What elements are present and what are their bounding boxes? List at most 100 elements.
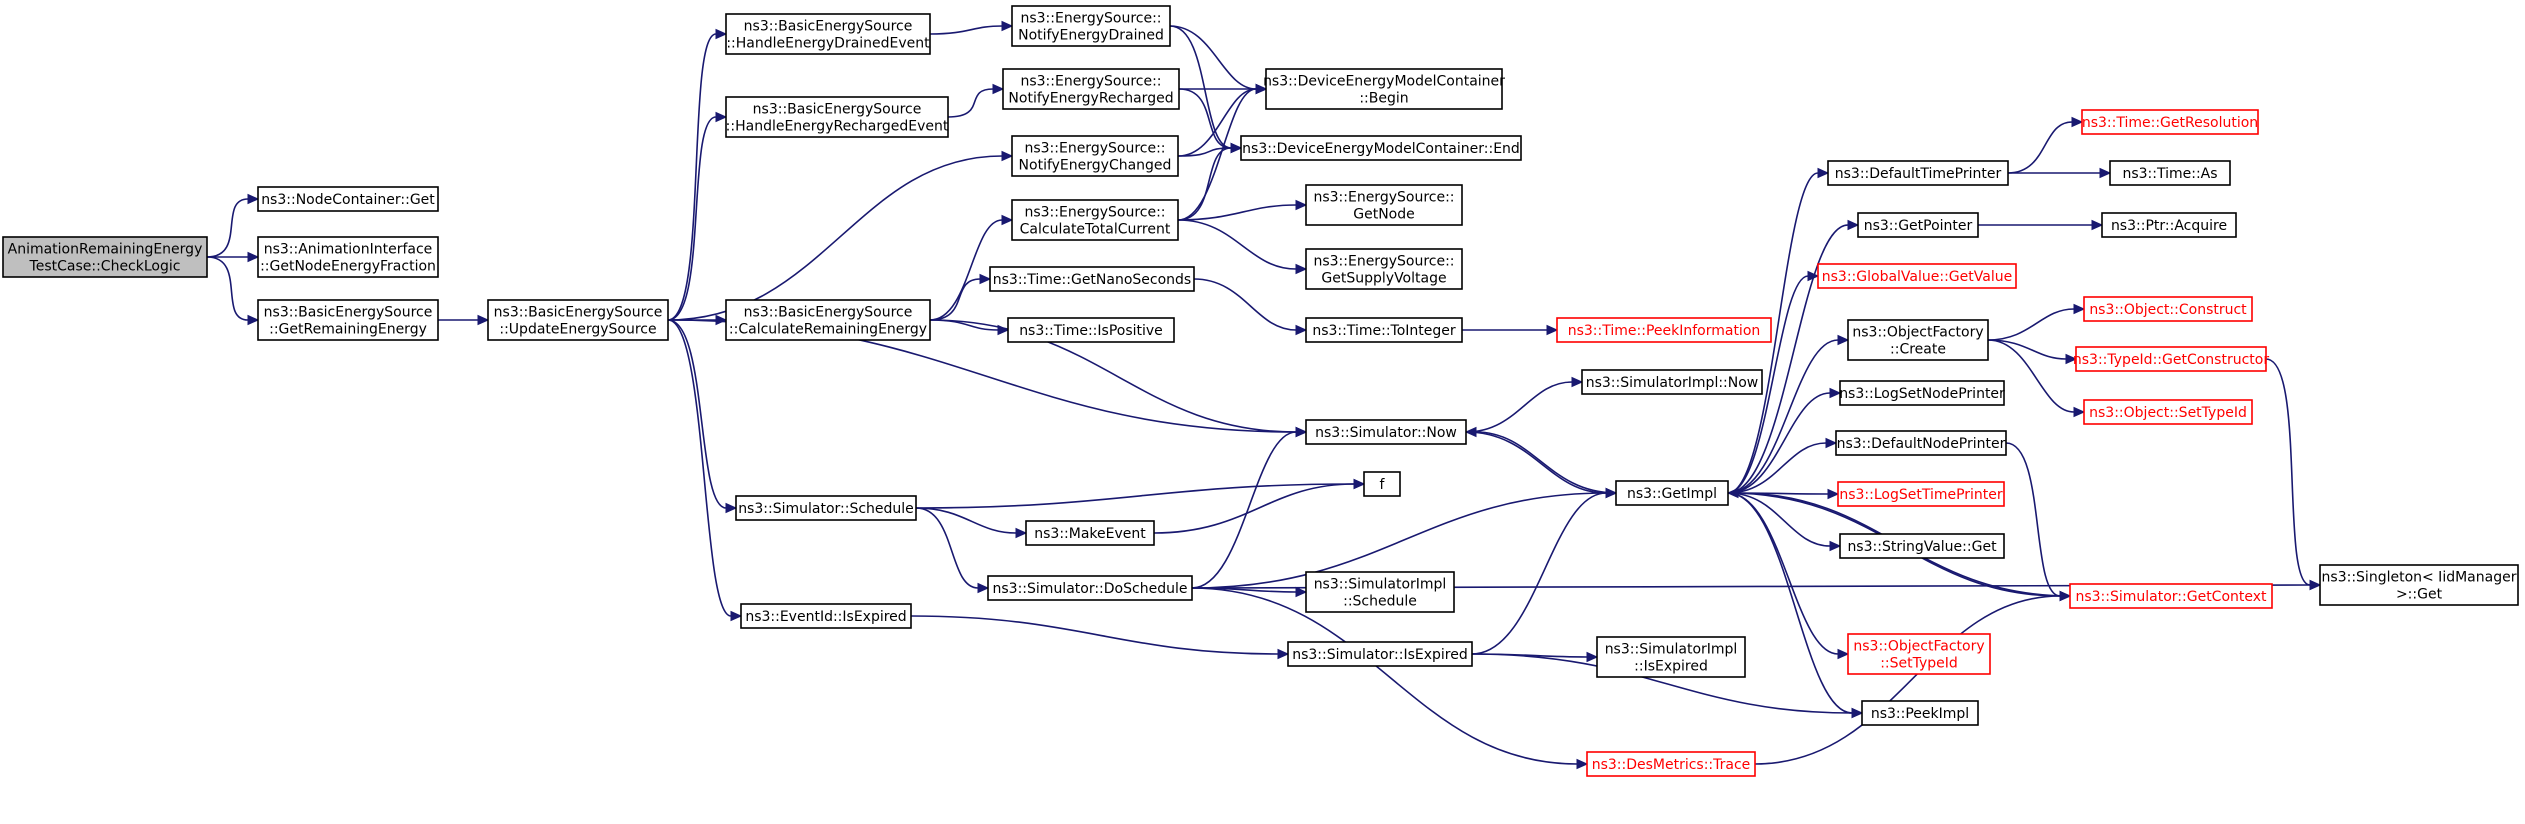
arrowhead — [2309, 579, 2322, 591]
arrowhead — [1015, 527, 1028, 539]
arrowhead — [1001, 214, 1014, 226]
node-time-getnano[interactable]: ns3::Time::GetNanoSeconds — [989, 266, 1195, 292]
edge-bes-update-to-bes-recharged — [667, 116, 717, 321]
node-label: ns3::SimulatorImpl::Now — [1586, 375, 1759, 391]
node-label: ns3::BasicEnergySource — [744, 19, 913, 35]
node-box — [1839, 380, 2005, 406]
node-object-settypeid[interactable]: ns3::Object::SetTypeId — [2083, 399, 2253, 425]
node-objectfactory-settypeid[interactable]: ns3::ObjectFactory::SetTypeId — [1847, 633, 1991, 675]
arrowhead — [1295, 586, 1308, 598]
node-box — [987, 575, 1193, 601]
arrowhead — [1001, 150, 1014, 162]
arrowhead — [247, 193, 260, 205]
node-nodecontainer-get[interactable]: ns3::NodeContainer::Get — [257, 186, 439, 212]
node-label: ns3::Object::Construct — [2089, 302, 2247, 318]
node-bes-recharged[interactable]: ns3::BasicEnergySource::HandleEnergyRech… — [725, 96, 949, 138]
node-es-notifychanged[interactable]: ns3::EnergySource::NotifyEnergyChanged — [1011, 135, 1179, 177]
edge-bes-update-to-bes-drained — [667, 33, 717, 321]
node-label: ns3::AnimationInterface — [264, 242, 433, 258]
node-makeevent[interactable]: ns3::MakeEvent — [1025, 520, 1155, 546]
node-label: ::Create — [1890, 342, 1946, 358]
node-box — [1025, 520, 1155, 546]
node-box — [2081, 109, 2259, 135]
node-time-ispositive[interactable]: ns3::Time::IsPositive — [1007, 317, 1175, 343]
node-label: ::HandleEnergyRechargedEvent — [726, 119, 949, 135]
node-time-tointeger[interactable]: ns3::Time::ToInteger — [1305, 317, 1463, 343]
node-time-as[interactable]: ns3::Time::As — [2109, 160, 2231, 186]
node-root[interactable]: AnimationRemainingEnergyTestCase::CheckL… — [2, 236, 208, 278]
edge-sim-schedule-to-makeevent — [915, 507, 1017, 534]
node-time-peekinfo[interactable]: ns3::Time::PeekInformation — [1556, 317, 1772, 343]
node-label: ::SetTypeId — [1880, 656, 1958, 672]
node-bes-calcremaining[interactable]: ns3::BasicEnergySource::CalculateRemaini… — [725, 299, 931, 341]
node-sim-getcontext[interactable]: ns3::Simulator::GetContext — [2069, 583, 2273, 609]
node-objectfactory-create[interactable]: ns3::ObjectFactory::Create — [1847, 319, 1989, 361]
node-bes-drained[interactable]: ns3::BasicEnergySource::HandleEnergyDrai… — [725, 13, 931, 55]
node-typeid-getconstructor[interactable]: ns3::TypeId::GetConstructor — [2073, 346, 2269, 372]
node-stringvalue-get[interactable]: ns3::StringValue::Get — [1839, 533, 2005, 559]
node-es-getnode[interactable]: ns3::EnergySource::GetNode — [1305, 184, 1463, 226]
node-es-notifydrained[interactable]: ns3::EnergySource::NotifyEnergyDrained — [1011, 5, 1171, 47]
node-label: ns3::NodeContainer::Get — [261, 192, 435, 208]
node-box — [2069, 583, 2273, 609]
node-defaultnodeprinter[interactable]: ns3::DefaultNodePrinter — [1835, 430, 2007, 456]
node-demc-end[interactable]: ns3::DeviceEnergyModelContainer::End — [1240, 135, 1522, 161]
node-label: ::UpdateEnergySource — [499, 322, 656, 338]
node-es-notifyrecharged[interactable]: ns3::EnergySource::NotifyEnergyRecharged — [1002, 68, 1180, 110]
node-bes-getremaining[interactable]: ns3::BasicEnergySource::GetRemainingEner… — [257, 299, 439, 341]
edge-eventid-isexpired-to-sim-isexpired — [910, 615, 1279, 655]
node-getimpl[interactable]: ns3::GetImpl — [1615, 480, 1729, 506]
node-box — [1835, 430, 2007, 456]
node-label: ::Begin — [1359, 91, 1408, 107]
node-box — [1305, 248, 1463, 290]
node-simimpl-schedule[interactable]: ns3::SimulatorImpl::Schedule — [1305, 571, 1455, 613]
node-getpointer[interactable]: ns3::GetPointer — [1857, 212, 1979, 238]
node-box — [257, 299, 439, 341]
edge-sim-isexpired-to-peekimpl — [1471, 653, 1853, 714]
node-label: ns3::Object::SetTypeId — [2089, 405, 2247, 421]
edge-default-time-printer-to-time-getresolution — [2007, 121, 2073, 174]
node-label: NotifyEnergyDrained — [1018, 28, 1164, 44]
edge-makeevent-to-f — [1153, 483, 1355, 534]
node-es-calctotal[interactable]: ns3::EnergySource::CalculateTotalCurrent — [1011, 199, 1179, 241]
node-label: ns3::EnergySource:: — [1024, 205, 1165, 221]
node-object-construct[interactable]: ns3::Object::Construct — [2083, 296, 2253, 322]
node-anim-getnodeenergy[interactable]: ns3::AnimationInterface::GetNodeEnergyFr… — [257, 236, 439, 278]
arrowhead — [725, 502, 738, 514]
node-box — [1363, 471, 1401, 497]
node-label: ::GetRemainingEnergy — [269, 322, 427, 338]
node-sim-schedule[interactable]: ns3::Simulator::Schedule — [735, 495, 917, 521]
node-simimpl-isexpired[interactable]: ns3::SimulatorImpl::IsExpired — [1596, 636, 1746, 678]
edge-getimpl-to-objectfactory-create — [1727, 339, 1839, 494]
node-logsetnodeprinter[interactable]: ns3::LogSetNodePrinter — [1839, 380, 2005, 406]
arrowhead — [2071, 116, 2084, 128]
node-sim-doschedule[interactable]: ns3::Simulator::DoSchedule — [987, 575, 1193, 601]
arrowhead — [979, 273, 992, 285]
node-es-getsupply[interactable]: ns3::EnergySource::GetSupplyVoltage — [1305, 248, 1463, 290]
node-singleton-get[interactable]: ns3::Singleton< IidManager>::Get — [2319, 564, 2519, 606]
node-demc-begin[interactable]: ns3::DeviceEnergyModelContainer::Begin — [1263, 68, 1505, 110]
edge-defaultnodeprinter-to-sim-getcontext — [2005, 442, 2061, 597]
node-eventid-isexpired[interactable]: ns3::EventId::IsExpired — [740, 603, 912, 629]
node-box — [1007, 317, 1175, 343]
node-peekimpl[interactable]: ns3::PeekImpl — [1861, 700, 1979, 726]
node-label: ns3::LogSetNodePrinter — [1839, 386, 2005, 402]
node-time-getresolution[interactable]: ns3::Time::GetResolution — [2081, 109, 2259, 135]
node-desmetrics-trace[interactable]: ns3::DesMetrics::Trace — [1586, 751, 1756, 777]
node-default-time-printer[interactable]: ns3::DefaultTimePrinter — [1827, 160, 2009, 186]
node-label: ns3::Simulator::IsExpired — [1292, 647, 1468, 663]
node-label: ns3::BasicEnergySource — [753, 102, 922, 118]
node-simimpl-now[interactable]: ns3::SimulatorImpl::Now — [1581, 369, 1763, 395]
node-globalvalue-getvalue[interactable]: ns3::GlobalValue::GetValue — [1817, 263, 2017, 289]
node-ptr-acquire[interactable]: ns3::Ptr::Acquire — [2101, 212, 2237, 238]
edge-es-notifychanged-to-demc-begin — [1177, 88, 1257, 157]
node-bes-update[interactable]: ns3::BasicEnergySource::UpdateEnergySour… — [487, 299, 669, 341]
node-box — [257, 186, 439, 212]
node-label: ns3::DeviceEnergyModelContainer — [1263, 74, 1505, 90]
edge-bes-drained-to-es-notifydrained — [929, 25, 1003, 35]
node-sim-now[interactable]: ns3::Simulator::Now — [1305, 419, 1467, 445]
node-logsettimeprinter[interactable]: ns3::LogSetTimePrinter — [1837, 481, 2005, 507]
node-sim-isexpired[interactable]: ns3::Simulator::IsExpired — [1287, 641, 1473, 667]
node-box — [1305, 571, 1455, 613]
node-f[interactable]: f — [1363, 471, 1401, 497]
